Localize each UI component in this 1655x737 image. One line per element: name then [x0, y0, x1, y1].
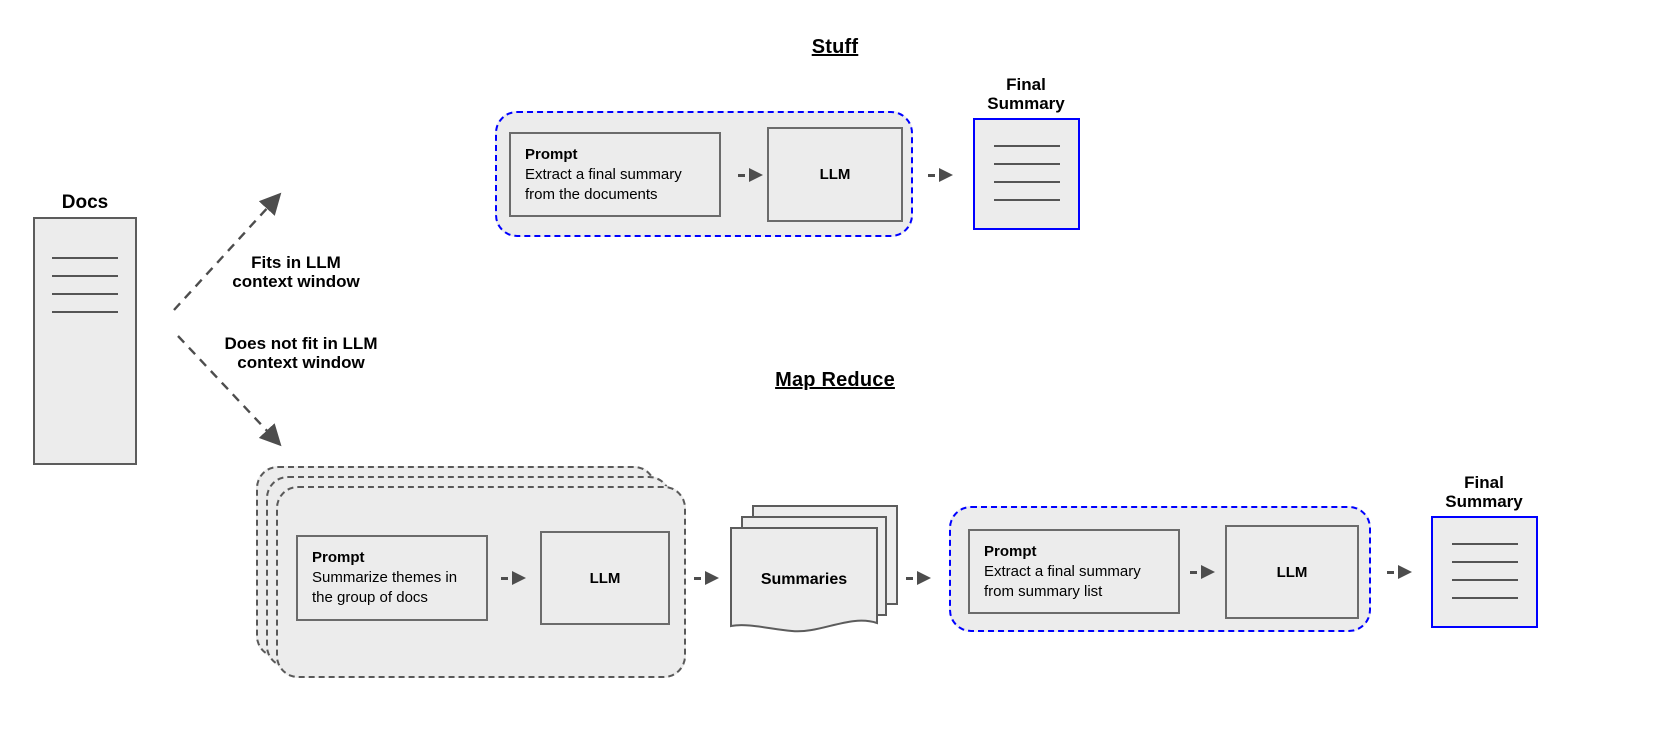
reduce-llm-label: LLM: [1276, 563, 1308, 581]
branch-label-fits: Fits in LLM context window: [232, 253, 360, 291]
map-prompt-title: Prompt: [312, 549, 365, 566]
section-title-map-reduce: Map Reduce: [775, 369, 895, 391]
stuff-arrow-llm-to-summary: [928, 168, 953, 182]
reduce-llm-box: LLM: [1225, 525, 1359, 619]
docs-line: [52, 257, 118, 259]
docs-line: [52, 311, 118, 313]
map-arrow-prompt-to-llm: [501, 571, 526, 585]
map-reduce-final-summary-lines: [1433, 543, 1536, 599]
summary-line: [993, 163, 1060, 165]
stuff-arrow-prompt-to-llm: [738, 168, 763, 182]
arrow-stem: [1190, 570, 1197, 574]
map-llm-label: LLM: [589, 569, 621, 587]
stuff-final-summary-lines: [975, 145, 1078, 201]
arrow-head: [705, 571, 719, 585]
summary-line: [1451, 543, 1518, 545]
stuff-final-summary-box: [973, 118, 1080, 230]
stuff-final-summary-caption: Final Summary: [987, 75, 1065, 113]
branch-label-does-not-fit: Does not fit in LLM context window: [224, 334, 378, 372]
arrow-head: [749, 168, 763, 182]
arrow-head: [1201, 565, 1215, 579]
map-arrow-llm-to-summaries: [694, 571, 719, 585]
summaries-stack: Summaries: [730, 505, 900, 635]
map-reduce-final-summary-box: [1431, 516, 1538, 628]
summary-line: [993, 145, 1060, 147]
reduce-prompt-box: Prompt Extract a final summary from summ…: [968, 529, 1180, 614]
summaries-sheet-front: [730, 527, 878, 633]
arrow-stem: [501, 576, 508, 580]
summary-line: [1451, 579, 1518, 581]
docs-box: [33, 217, 137, 465]
stuff-llm-label: LLM: [819, 166, 851, 183]
arrow-stem: [906, 576, 913, 580]
arrow-stem: [1387, 570, 1394, 574]
arrow-head: [1398, 565, 1412, 579]
map-llm-box: LLM: [540, 531, 670, 625]
arrow-stem: [694, 576, 701, 580]
arrow-head: [939, 168, 953, 182]
arrow-stem: [738, 173, 745, 177]
docs-lines: [35, 257, 135, 313]
reduce-arrow-llm-to-summary: [1387, 565, 1412, 579]
map-reduce-final-summary-caption: Final Summary: [1445, 473, 1523, 511]
reduce-prompt-body: Extract a final summary from summary lis…: [984, 562, 1141, 600]
arrow-head: [917, 571, 931, 585]
stuff-prompt-title: Prompt: [525, 145, 578, 163]
map-prompt-box: Prompt Summarize themes in the group of …: [296, 535, 488, 621]
branch-arrow-down: [177, 335, 282, 447]
docs-line: [52, 293, 118, 295]
summary-line: [993, 181, 1060, 183]
map-prompt-body: Summarize themes in the group of docs: [312, 569, 458, 606]
map-arrow-summaries-to-reduce: [906, 571, 931, 585]
branch-arrow-up: [173, 192, 282, 311]
section-title-stuff: Stuff: [811, 36, 859, 58]
summary-line: [993, 199, 1060, 201]
stuff-llm-box: LLM: [767, 127, 903, 222]
docs-label: Docs: [61, 192, 109, 213]
reduce-arrow-prompt-to-llm: [1190, 565, 1215, 579]
docs-line: [52, 275, 118, 277]
summaries-label: Summaries: [760, 571, 848, 588]
arrow-stem: [928, 173, 935, 177]
reduce-prompt-title: Prompt: [984, 542, 1037, 560]
arrow-head: [512, 571, 526, 585]
stuff-prompt-box: Prompt Extract a final summary from the …: [509, 132, 721, 217]
summary-line: [1451, 597, 1518, 599]
summary-line: [1451, 561, 1518, 563]
stuff-prompt-body: Extract a final summary from the documen…: [525, 165, 682, 203]
